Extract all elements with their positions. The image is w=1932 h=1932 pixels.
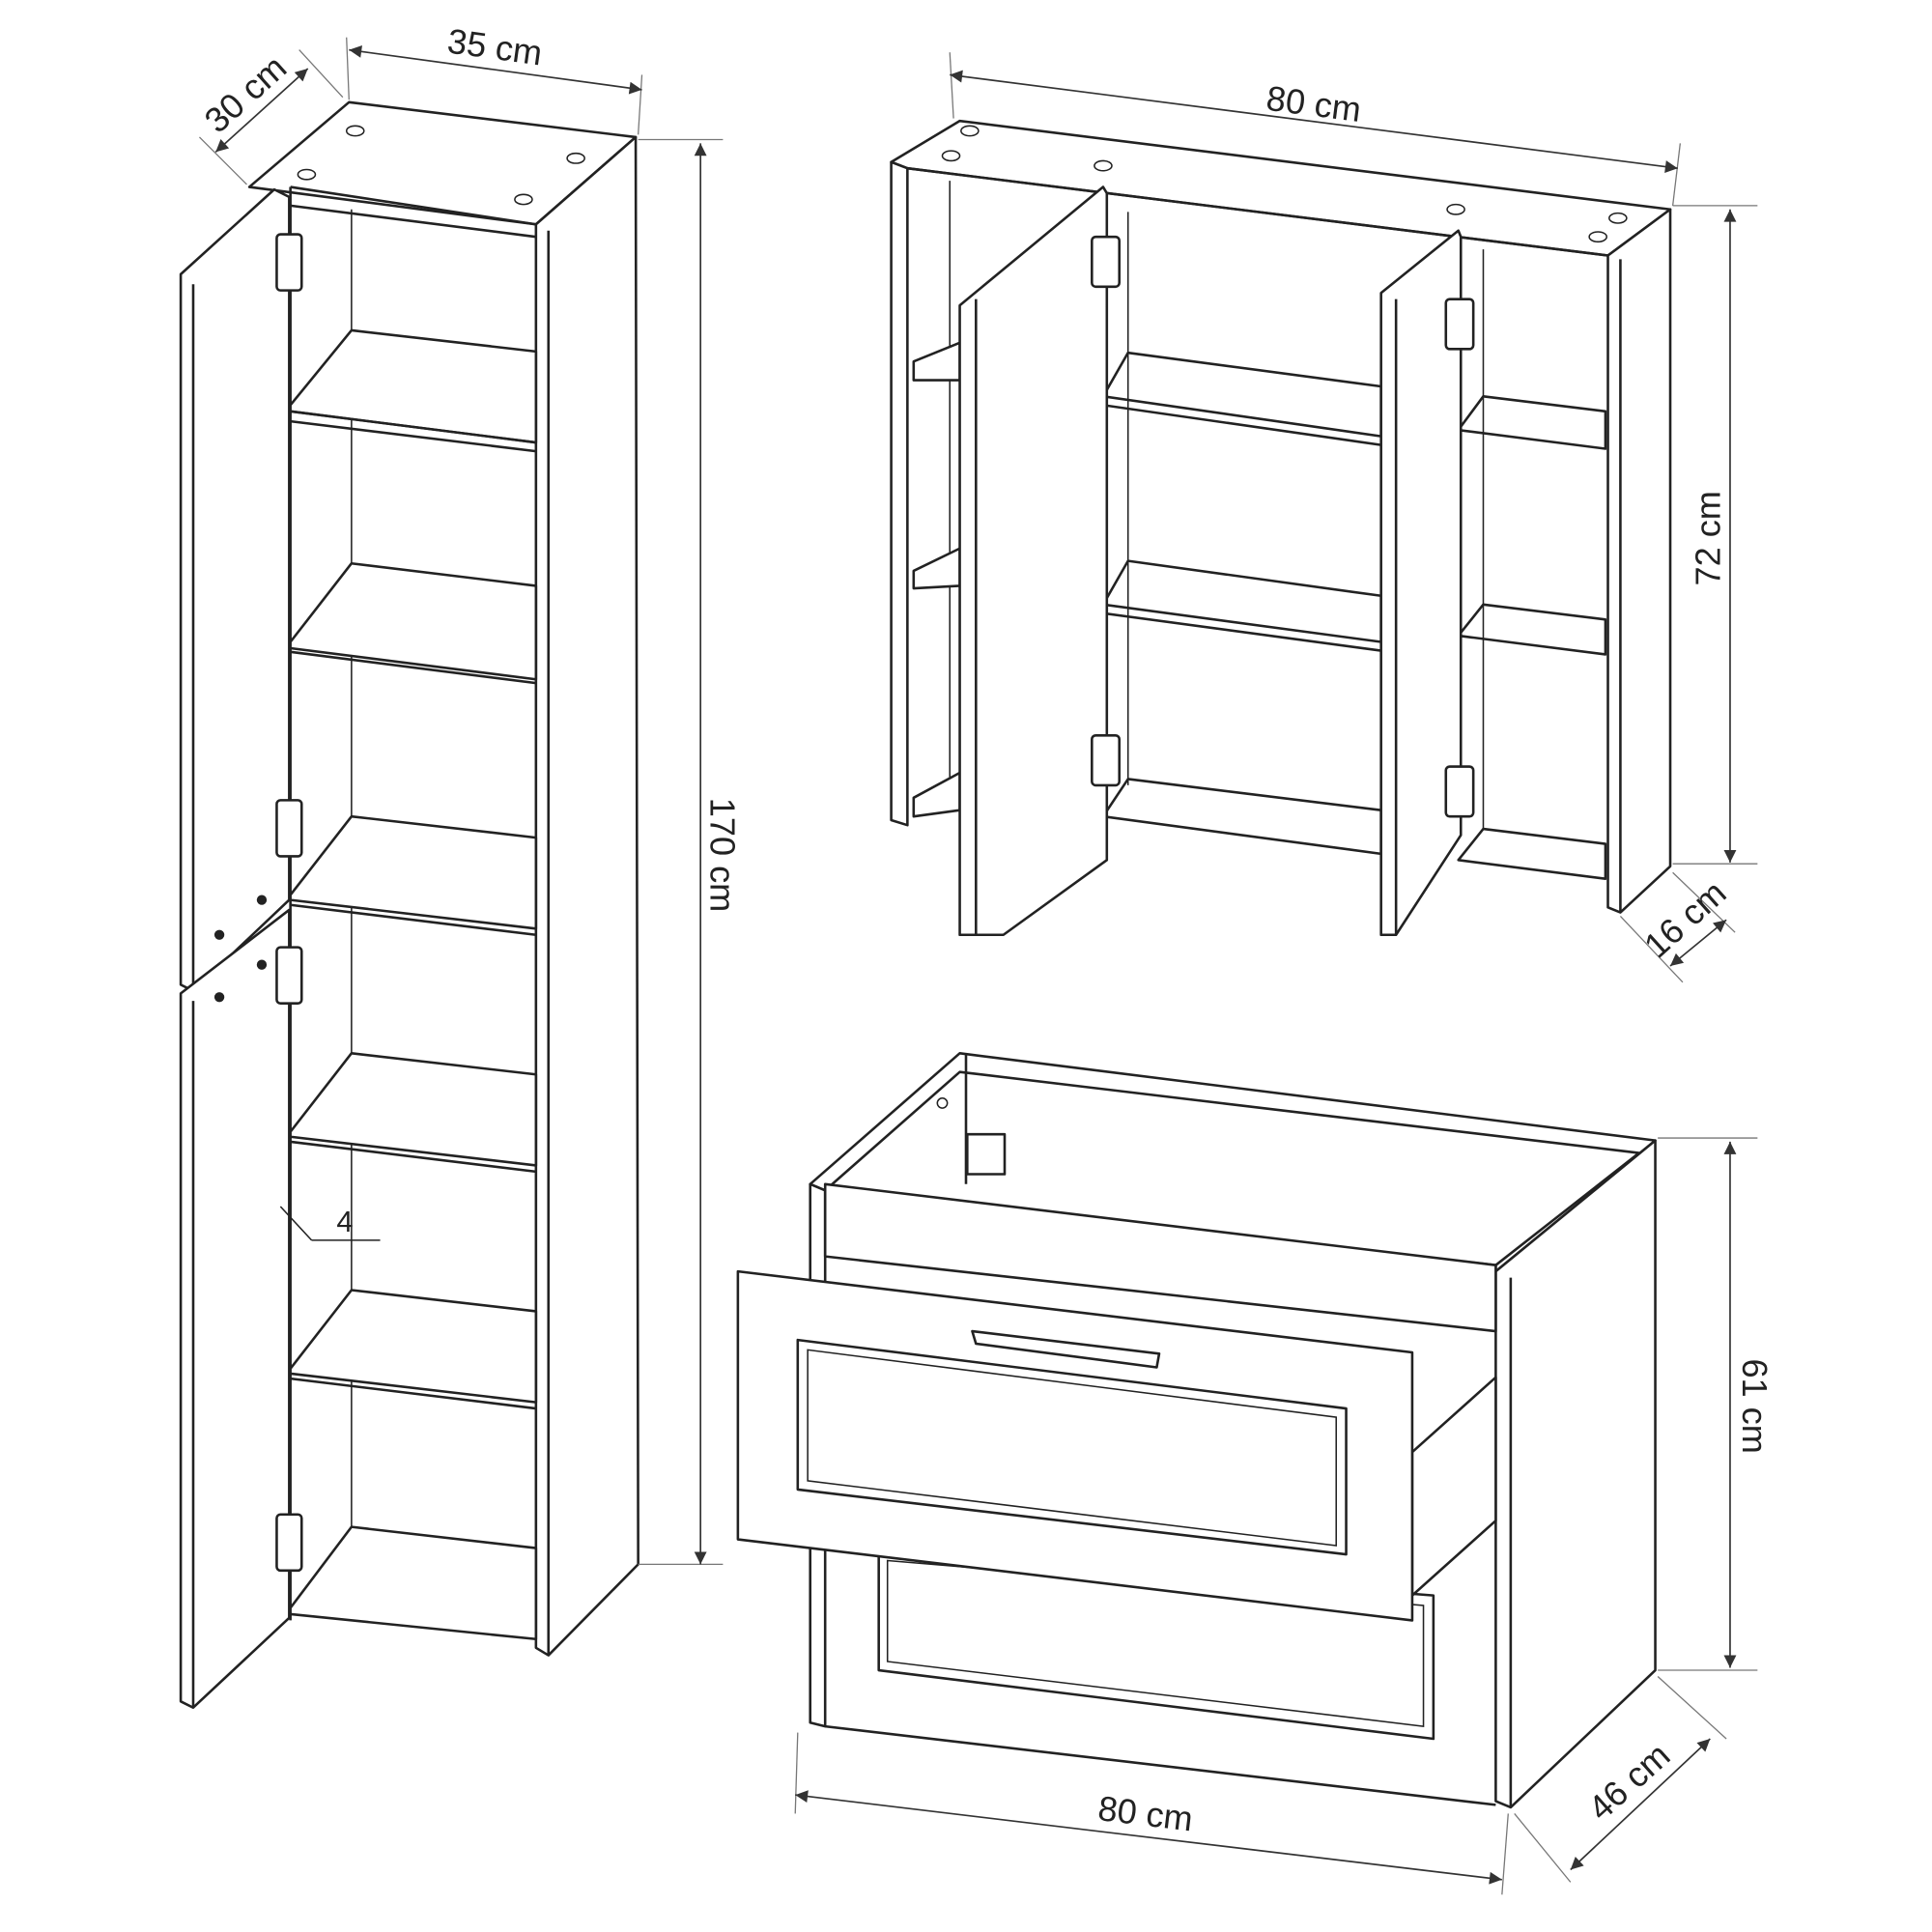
tall-cabinet-upper-door (179, 187, 291, 993)
mirror-depth-label: 16 cm (1636, 872, 1734, 965)
vanity-unit (736, 1052, 1657, 1809)
mirror-width-label: 80 cm (1264, 78, 1364, 129)
drawer-panel (796, 1338, 1348, 1556)
mirror-left-side (890, 160, 909, 827)
hinge-icons (1091, 235, 1475, 818)
tall-cabinet-shelves (289, 328, 538, 1641)
mirror-shelves (1101, 351, 1607, 880)
tall-cabinet-lower-door (179, 908, 291, 1710)
part-callout-label: 4 (336, 1205, 353, 1238)
hinge-icon (966, 1132, 1007, 1176)
tall-height-label: 170 cm (702, 798, 742, 912)
mirror-right-door (1379, 229, 1463, 937)
mirror-left-door (958, 185, 1109, 937)
hinge-icons (275, 233, 303, 1573)
vanity-width-label: 80 cm (1096, 1788, 1196, 1838)
vanity-height-label: 61 cm (1735, 1358, 1775, 1453)
mirror-right-side (1606, 208, 1672, 914)
mirror-cabinet-top (890, 119, 1672, 257)
tall-cabinet-right-side (534, 135, 639, 1657)
drawer-handle[interactable] (971, 1329, 1161, 1369)
mirror-cabinet (890, 119, 1672, 937)
tall-cabinet: 4 (179, 100, 639, 1710)
mirror-height-label: 72 cm (1689, 491, 1728, 585)
